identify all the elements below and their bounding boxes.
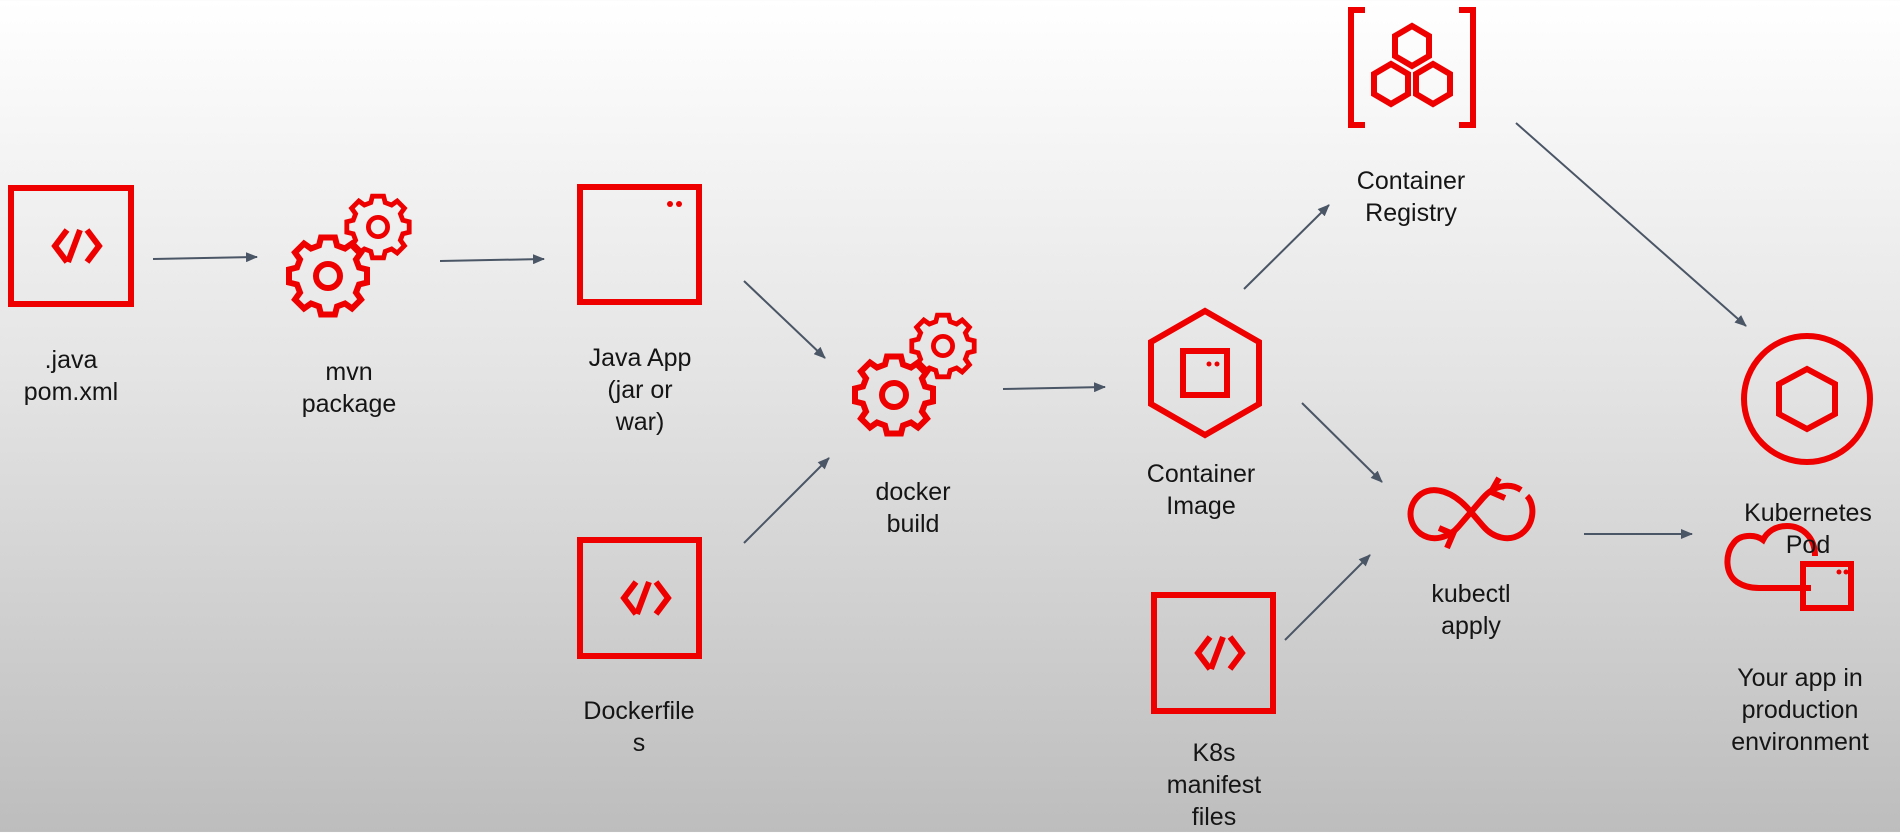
edge-source-mvn	[152, 252, 258, 263]
label-container-registry: Container Registry	[1356, 167, 1466, 227]
edge-image-kubectl	[1301, 402, 1383, 483]
label-kubernetes-pod: Kubernetes Pod	[1744, 499, 1872, 559]
infinity-cycle-icon	[1407, 476, 1536, 550]
label-dockerfiles: Dockerfile s	[583, 697, 695, 757]
label-docker-build: docker build	[875, 478, 951, 538]
code-icon	[8, 185, 134, 307]
code-icon	[1151, 592, 1276, 714]
code-icon	[577, 537, 702, 659]
edge-registry-pod	[1515, 122, 1747, 327]
edge-image-registry	[1243, 204, 1330, 290]
gears-icon	[289, 196, 409, 314]
cloud-app-icon	[1724, 522, 1854, 611]
label-source: .java pom.xml	[23, 346, 119, 406]
label-production: Your app in production environment	[1731, 664, 1869, 756]
pod-icon	[1741, 333, 1873, 465]
label-kubectl-apply: kubectl apply	[1431, 580, 1511, 640]
gears-icon	[855, 315, 974, 433]
edge-javaapp-dockerbuild	[743, 280, 826, 359]
app-window-icon	[577, 184, 702, 305]
edge-manifests-kubectl	[1284, 554, 1371, 641]
registry-icon	[1348, 7, 1476, 128]
container-hexagon-icon	[1148, 307, 1262, 439]
label-container-image: Container Image	[1146, 460, 1256, 520]
edge-mvn-javaapp	[439, 254, 545, 265]
label-k8s-manifests: K8s manifest files	[1166, 739, 1262, 831]
label-mvn-package: mvn package	[301, 358, 397, 418]
edge-dockerbuild-image	[1002, 382, 1106, 393]
edges	[152, 122, 1747, 641]
label-java-app: Java App (jar or war)	[588, 344, 692, 436]
edge-dockerfiles-dockerbuild	[743, 457, 830, 544]
